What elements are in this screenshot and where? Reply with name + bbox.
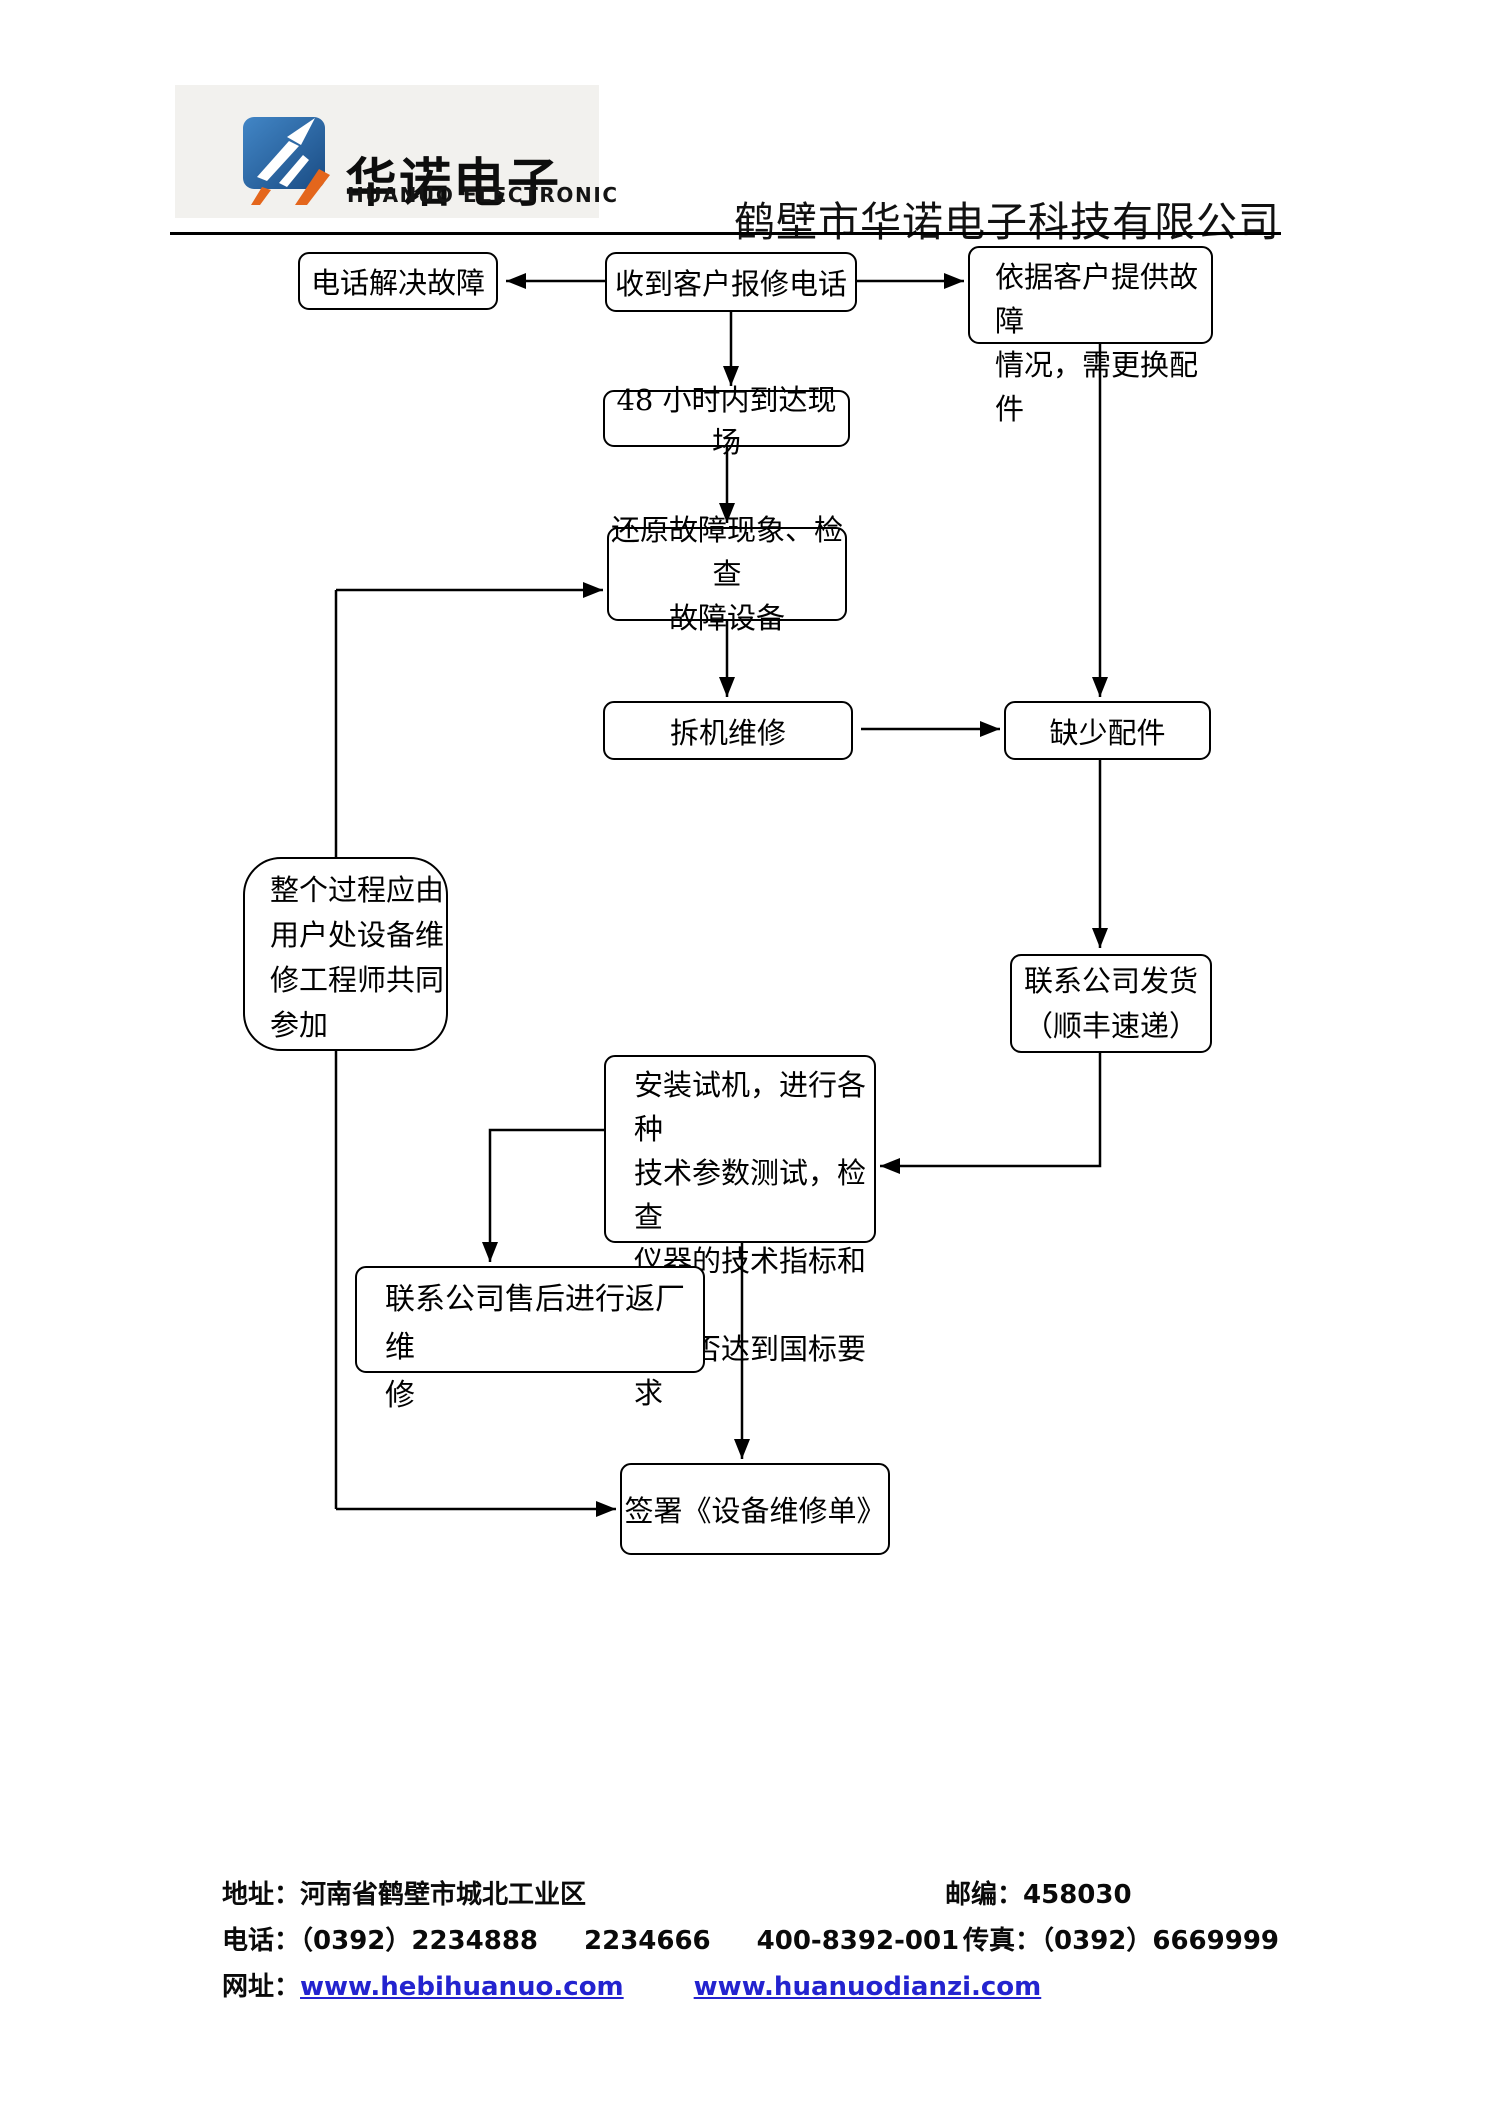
node-text: 修	[385, 1378, 415, 1413]
flow-node-joint-participation: 整个过程应由 用户处设备维 修工程师共同 参加	[243, 857, 448, 1051]
flow-node-provide-fault: 依据客户提供故障 情况，需更换配件	[968, 246, 1213, 426]
node-text: 收到客户报修电话	[614, 267, 847, 301]
node-text: 缺少配件	[1049, 715, 1166, 750]
website-link-huanuodianzi[interactable]: www.huanuodianzi.com	[693, 1972, 1042, 2002]
node-text: 48 小时内到达现场	[616, 382, 837, 459]
phone-value-1: （0392）2234888	[300, 1926, 539, 1956]
address-label: 地址：	[222, 1880, 301, 1910]
phone-label: 电话：	[222, 1926, 301, 1956]
flow-node-return-factory: 联系公司售后进行返厂维 修	[355, 1266, 705, 1413]
postal-value: 458030	[1023, 1880, 1132, 1910]
node-text: 故障设备	[668, 601, 785, 635]
node-text: 签署《设备维修单》	[624, 1494, 886, 1528]
flow-node-company-ship: 联系公司发货 （顺丰速递）	[1010, 954, 1212, 1053]
company-title: 鹤壁市华诺电子科技有限公司	[734, 198, 1280, 246]
node-text: 联系公司售后进行返厂维	[385, 1282, 685, 1365]
huanuo-logo-icon	[243, 117, 330, 205]
fax-label: 传真：	[963, 1926, 1042, 1956]
header-rule	[170, 232, 1281, 235]
node-text: 联系公司发货	[1023, 963, 1198, 998]
node-text: 拆机维修	[669, 715, 786, 750]
web-label: 网址：	[222, 1972, 301, 2002]
flow-node-install-test: 安装试机，进行各种 技术参数测试，检查 仪器的技术指标和性 能是否达到国标要求	[604, 1055, 876, 1410]
brand-name-cn: 华诺电子	[345, 154, 562, 214]
node-text: （顺丰速递）	[1023, 1008, 1198, 1043]
node-text: 参加	[270, 1008, 329, 1042]
footer-postal-row: 邮编：458030	[945, 1874, 1132, 1911]
node-text: 电话解决故障	[310, 266, 485, 300]
footer-phone-row: 电话：（0392）2234888 2234666 400-8392-001	[222, 1920, 959, 1957]
flow-node-sign-form: 签署《设备维修单》	[620, 1463, 890, 1555]
footer-web-row: 网址：www.hebihuanuo.com www.huanuodianzi.co…	[222, 1966, 1041, 2003]
node-text: 情况，需更换配件	[995, 348, 1199, 426]
flow-node-receive-call: 收到客户报修电话	[605, 252, 857, 312]
postal-label: 邮编：	[945, 1880, 1024, 1910]
address-value: 河南省鹤壁市城北工业区	[300, 1880, 587, 1910]
node-text: 用户处设备维	[270, 918, 445, 952]
node-text: 依据客户提供故障	[995, 260, 1199, 338]
flow-node-restore-check: 还原故障现象、检查 故障设备	[607, 513, 847, 635]
node-text: 修工程师共同	[270, 963, 445, 997]
node-text: 安装试机，进行各种	[634, 1068, 867, 1146]
footer-address-row: 地址：河南省鹤壁市城北工业区	[222, 1874, 586, 1911]
company-logo: 华诺电子 HUANUO ELECTRONIC	[175, 85, 617, 218]
node-text: 还原故障现象、检查	[610, 513, 843, 591]
phone-value-3: 400-8392-001	[756, 1926, 960, 1956]
fax-value: （0392）6669999	[1041, 1926, 1280, 1956]
flow-node-missing-parts: 缺少配件	[1004, 701, 1211, 760]
website-link-hebihuanuo[interactable]: www.hebihuanuo.com	[300, 1972, 624, 2002]
footer-fax-row: 传真：（0392）6669999	[963, 1920, 1279, 1957]
node-text: 技术参数测试，检查	[634, 1156, 867, 1234]
flow-node-phone-solve: 电话解决故障	[298, 252, 498, 310]
node-text: 整个过程应由	[270, 873, 445, 907]
flow-node-disassemble-repair: 拆机维修	[603, 701, 853, 760]
flow-node-arrive-48h: 48 小时内到达现场	[603, 383, 850, 459]
phone-value-2: 2234666	[584, 1926, 711, 1956]
brand-name-en: HUANUO ELECTRONIC	[347, 183, 619, 207]
